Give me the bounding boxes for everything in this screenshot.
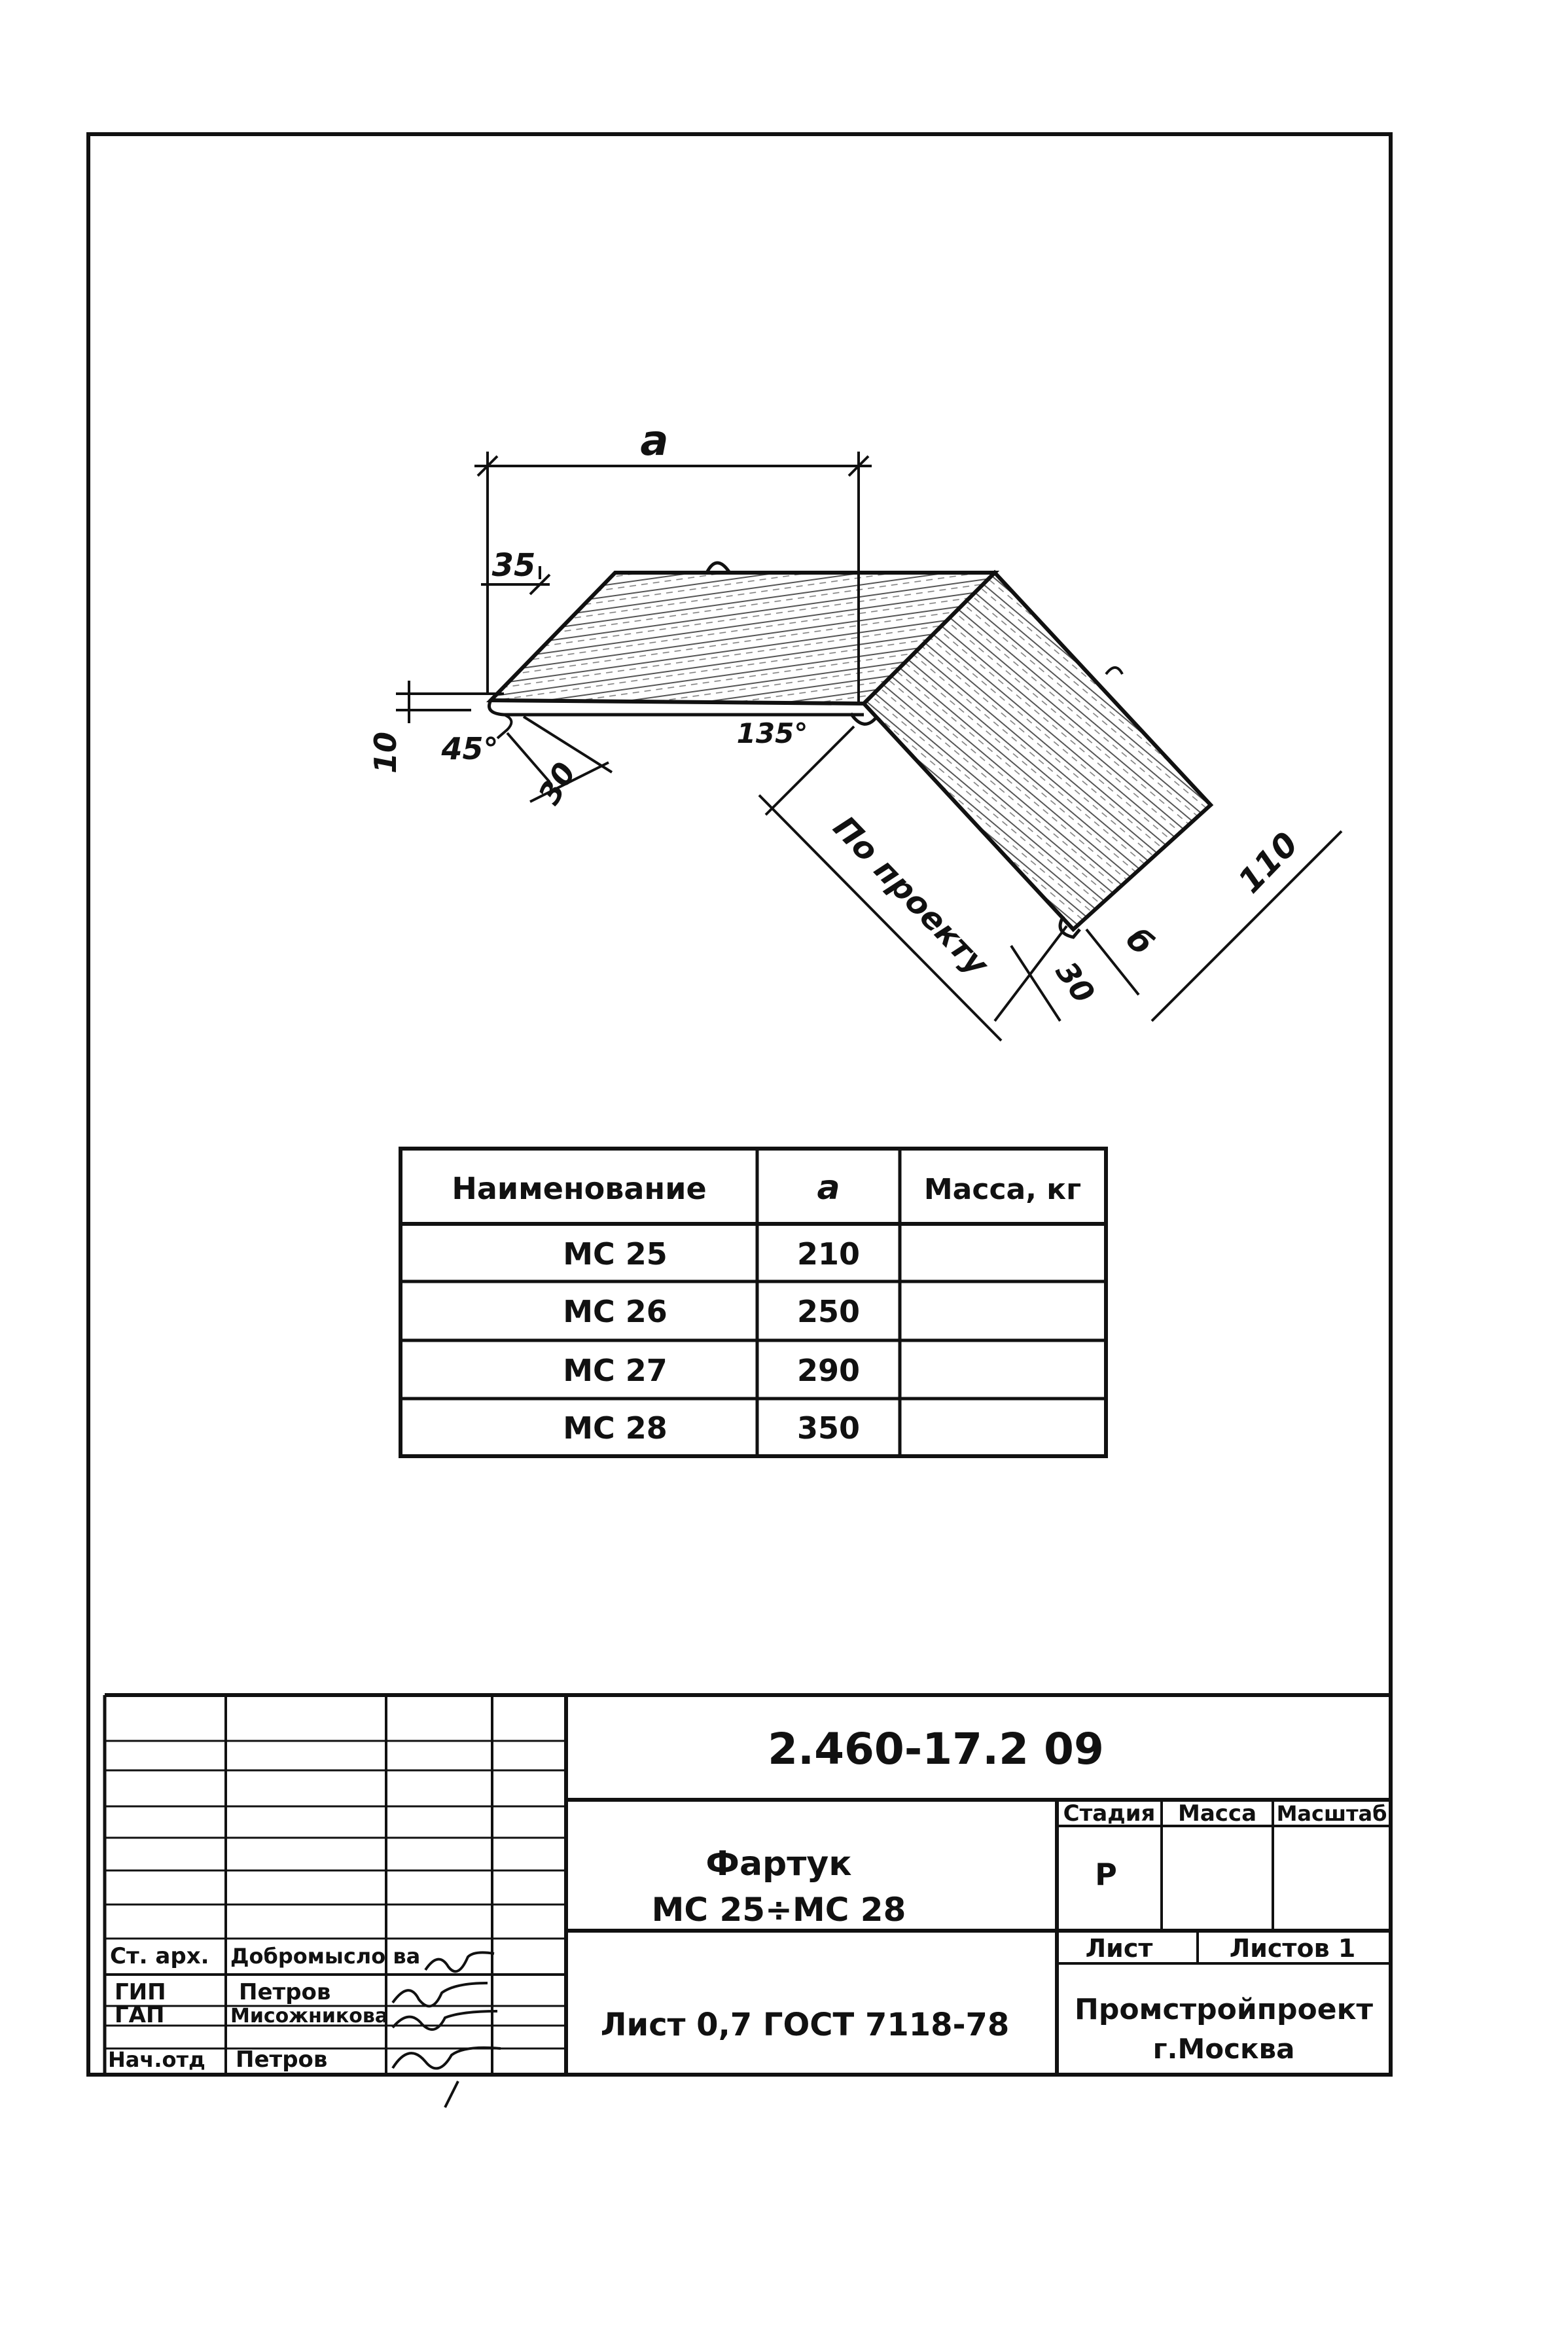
dim-b-line xyxy=(1085,928,1140,996)
staff-name: Мисожникова xyxy=(230,2005,388,2028)
corner-bump xyxy=(849,712,878,726)
org-name: Промстройпроект xyxy=(1075,1993,1373,2026)
right-edge-bump xyxy=(1105,666,1124,675)
signature-4 xyxy=(391,2046,501,2108)
signature-1 xyxy=(424,1951,495,1973)
dim-project-label: По проекту xyxy=(826,809,996,983)
dim-30-left-ext1 xyxy=(506,732,551,783)
dim-30-right-line xyxy=(1010,944,1061,1022)
signature-3 xyxy=(391,2010,498,2031)
table-cell-a: 210 xyxy=(797,1236,860,1272)
sheet-frame xyxy=(86,132,1393,2077)
dim-a-tick-left xyxy=(476,455,499,477)
angle-45-label: 45° xyxy=(440,731,498,766)
table-cell-name: МС 27 xyxy=(563,1353,668,1388)
dim-b-label: б xyxy=(1119,921,1161,962)
spec-table-frame xyxy=(399,1147,1108,1458)
material-spec: Лист 0,7 ГОСТ 7118-78 xyxy=(601,2007,1010,2043)
staff-role: Ст. арх. xyxy=(110,1943,209,1969)
dim-30-left-ext2 xyxy=(522,715,613,774)
sheet-label: Лист xyxy=(1086,1934,1153,1963)
drawing-subtitle: МС 25÷МС 28 xyxy=(652,1891,906,1929)
dim-30-left-line xyxy=(529,761,609,803)
table-cell-a: 250 xyxy=(797,1294,860,1329)
ridge-bump xyxy=(705,561,732,574)
dim-35-tick-right xyxy=(529,573,551,596)
flashing-drawing: a 35 10 45° 30 135° По проекту 30 б xyxy=(368,417,1343,1042)
staff-role: ГАП xyxy=(115,2002,164,2028)
dim-project-ext xyxy=(764,725,855,816)
table-cell-name: МС 25 xyxy=(563,1236,668,1272)
dim-project-line xyxy=(758,794,1003,1042)
spec-table: Наименование a Масса, кг МС 25 210 МС 26… xyxy=(399,1147,1108,1458)
signature-2 xyxy=(391,1982,488,2008)
dim-a-label: a xyxy=(640,417,668,465)
table-cell-name: МС 26 xyxy=(563,1294,668,1329)
stage-label: Стадия xyxy=(1063,1800,1156,1827)
table-header-a: a xyxy=(817,1168,840,1207)
flashing-right-face xyxy=(861,569,1214,933)
mass-label: Масса xyxy=(1178,1800,1256,1827)
table-cell-a: 350 xyxy=(797,1410,860,1446)
staff-name: Петров xyxy=(239,1979,330,2005)
staff-role: Нач.отд xyxy=(108,2047,205,2072)
staff-name: Петров xyxy=(236,2047,327,2073)
table-header-mass: Масса, кг xyxy=(924,1173,1081,1206)
angle-135-label: 135° xyxy=(737,717,808,749)
dim-30-left-label: 30 xyxy=(531,757,583,810)
dim-a-tick-right xyxy=(847,455,870,477)
doc-code: 2.460-17.2 09 xyxy=(768,1724,1104,1774)
table-header-name: Наименование xyxy=(452,1171,706,1206)
staff-name: Добромысло ва xyxy=(230,1944,420,1969)
sheets-label: Листов 1 xyxy=(1230,1934,1356,1963)
scale-label: Масштаб xyxy=(1277,1801,1387,1826)
org-city: г.Москва xyxy=(1153,2033,1295,2065)
stage-value: Р xyxy=(1095,1857,1117,1892)
dim-110-line xyxy=(1150,830,1343,1022)
dim-110-label: 110 xyxy=(1231,825,1306,901)
left-flange xyxy=(488,699,864,717)
dim-35-label: 35 xyxy=(492,547,536,584)
dim-30-right-label: 30 xyxy=(1049,955,1102,1009)
title-block: Ст. арх. Добромысло ва ГИП Петров ГАП Ми… xyxy=(103,1693,1391,2108)
dim-10-label: 10 xyxy=(368,732,403,774)
table-cell-name: МС 28 xyxy=(563,1410,668,1446)
staff-role: ГИП xyxy=(115,1979,166,2005)
table-cell-a: 290 xyxy=(797,1353,860,1388)
left-flange-fold xyxy=(496,713,513,740)
drawing-title: Фартук xyxy=(705,1844,851,1884)
